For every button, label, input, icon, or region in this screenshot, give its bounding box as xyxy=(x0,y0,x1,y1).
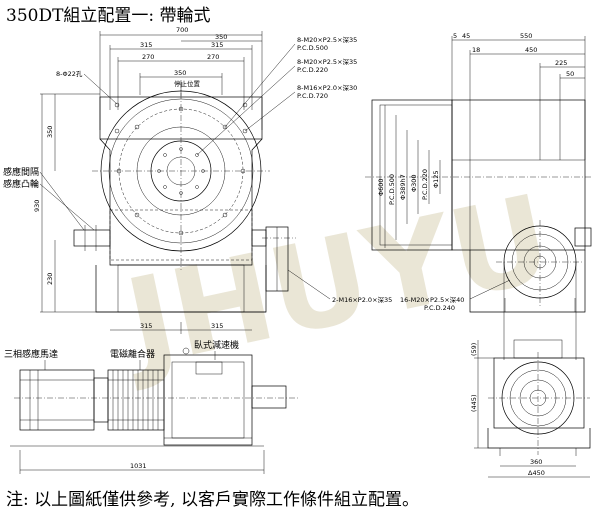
dim-overall-width: 700 xyxy=(176,26,188,34)
callout-2: 8-M20×P2.5×深35 xyxy=(297,57,357,66)
dim-right-270: 270 xyxy=(207,53,219,61)
label-stop-position: 停止位置 xyxy=(174,79,201,88)
dim-length-1031: 1031 xyxy=(130,462,147,470)
dim-dia-125: Φ125 xyxy=(432,170,440,188)
callout-3: 8-M16×P2.0×深30 xyxy=(297,83,357,92)
dim-top-450: 450 xyxy=(525,46,537,54)
side-view: 5 45 550 18 450 225 50 Φ600 P.C.D.500 xyxy=(365,32,592,360)
dim-dia-389: Φ389h7 xyxy=(399,174,407,200)
dim-center-350: 350 xyxy=(174,69,186,77)
label-reducer: 臥式減速機 xyxy=(194,339,239,351)
dim-h-445: (445) xyxy=(470,395,478,412)
footer-note: 注: 以上圖紙僅供參考, 以客戶實際工作條件組立配置。 xyxy=(6,490,419,509)
label-sensor-gap: 感應間隔 xyxy=(3,166,39,178)
dim-left-315: 315 xyxy=(140,41,152,49)
label-sensor-cam: 感應凸輪 xyxy=(3,178,39,190)
label-motor: 三相感應馬達 xyxy=(4,348,58,360)
label-holes-22: 8-Φ22孔 xyxy=(56,70,83,78)
dim-top-550: 550 xyxy=(520,32,532,40)
front-view: 700 350 315 315 270 270 350 停止位置 xyxy=(3,26,392,334)
callout-1b: P.C.D.500 xyxy=(297,44,328,52)
dim-dia-600: Φ600 xyxy=(377,178,385,196)
dim-h-59: (59) xyxy=(470,343,478,356)
dim-bottom-315-right: 315 xyxy=(211,322,223,330)
dim-height-230: 230 xyxy=(46,273,54,285)
dim-height-350: 350 xyxy=(46,126,54,138)
label-clutch: 電磁離合器 xyxy=(110,348,155,360)
dim-left-270: 270 xyxy=(142,53,154,61)
dim-bottom-315-left: 315 xyxy=(140,322,152,330)
dim-dia-300: Φ300 xyxy=(410,174,418,192)
dim-top-225: 225 xyxy=(555,59,567,67)
dim-pcd-220: P.C.D.220 xyxy=(421,169,429,200)
callout-1: 8-M20×P2.5×深35 xyxy=(297,35,357,44)
dim-half-right: 350 xyxy=(215,33,227,41)
callout-4: 2-M16×P2.0×深35 xyxy=(332,295,392,304)
dim-top-50: 50 xyxy=(566,70,574,78)
drive-view: 三相感應馬達 電磁離合器 臥式減速機 xyxy=(4,339,300,474)
callout-5b: P.C.D.240 xyxy=(424,304,455,312)
callout-5: 16-M20×P2.5×深40 xyxy=(400,295,464,304)
dim-w-450: Δ450 xyxy=(528,469,545,477)
dim-top-45: 45 xyxy=(462,32,470,40)
callout-2b: P.C.D.220 xyxy=(297,66,328,74)
drawing-title: 350DT組立配置一: 帶輪式 xyxy=(6,6,211,26)
dim-right-315: 315 xyxy=(211,41,223,49)
dim-top-5: 5 xyxy=(453,32,457,40)
callout-3b: P.C.D.720 xyxy=(297,92,328,100)
dim-w-360: 360 xyxy=(530,458,542,466)
dim-height-930: 930 xyxy=(33,200,41,212)
dim-top-18: 18 xyxy=(472,46,480,54)
end-view: (59) (445) 360 Δ450 xyxy=(470,339,591,478)
dim-pcd-500: P.C.D.500 xyxy=(388,174,396,205)
